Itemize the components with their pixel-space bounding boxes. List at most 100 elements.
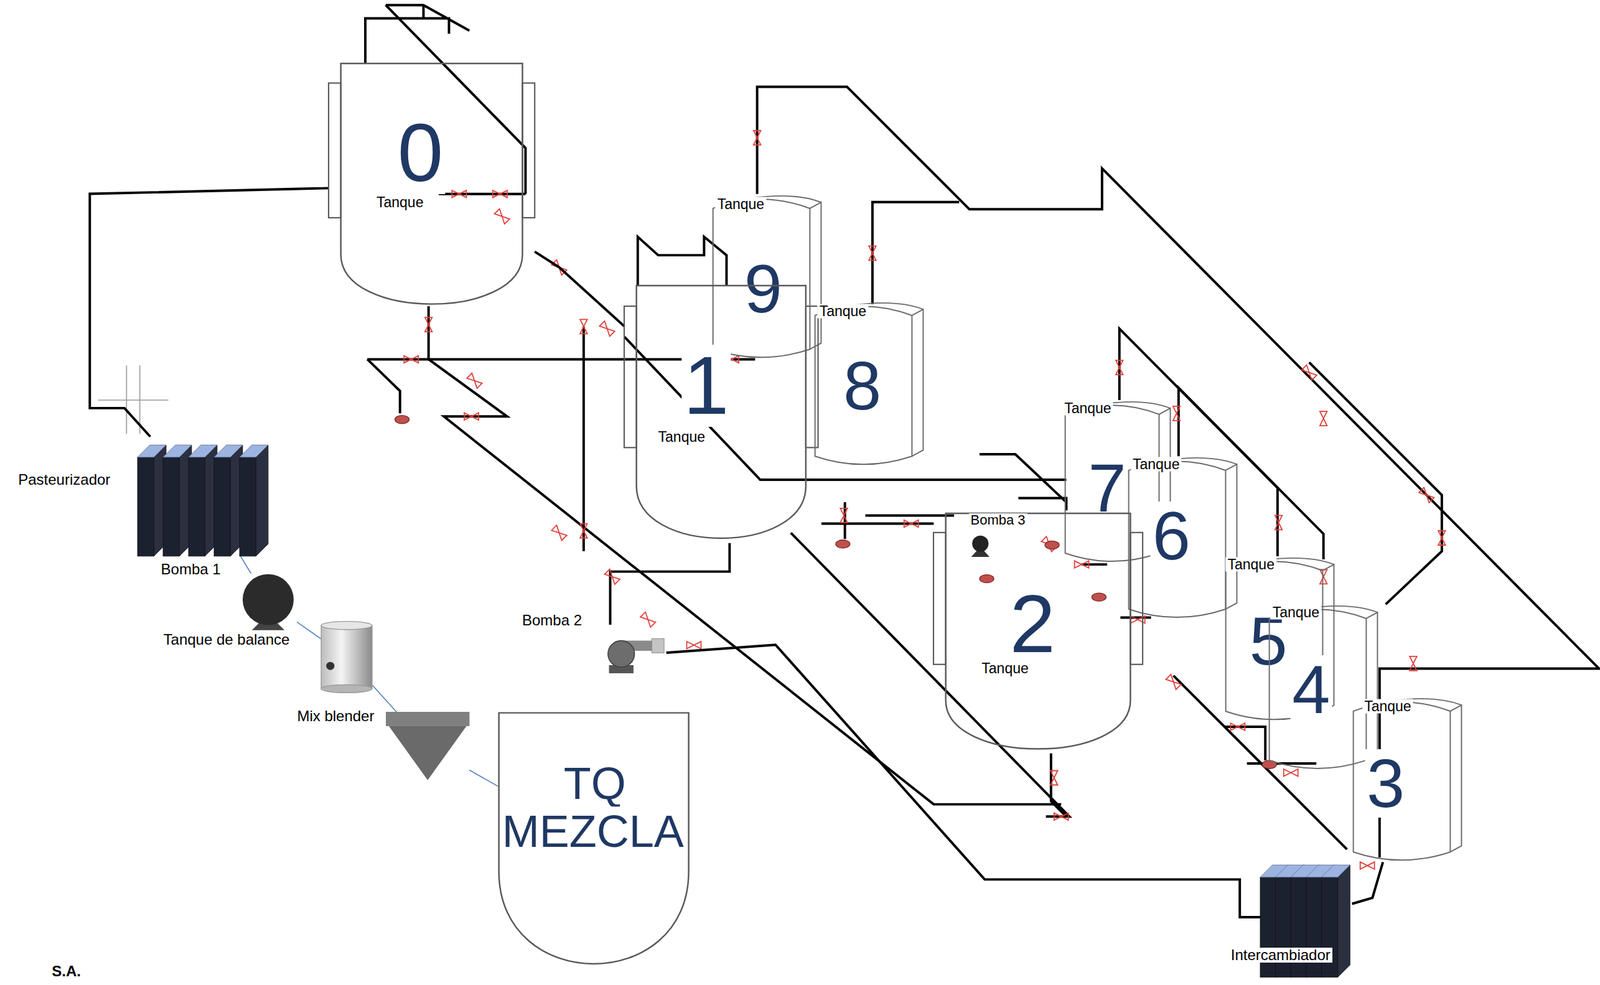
pipe	[624, 336, 1067, 503]
valve-symbol	[1301, 365, 1317, 381]
tank-number: 9	[742, 254, 785, 323]
storage-tank: Tanque 8	[814, 301, 925, 467]
tank-number: 0	[395, 112, 445, 195]
valve-symbol	[1438, 530, 1446, 546]
pipe	[872, 202, 960, 305]
pipe	[1119, 328, 1278, 557]
pump3-shape	[967, 534, 994, 557]
text-holder: 7	[1085, 453, 1128, 523]
tank-number: 2	[1008, 583, 1058, 666]
valve-symbol	[466, 373, 482, 389]
valve-symbol	[1409, 656, 1417, 671]
tank-outline	[815, 306, 913, 465]
text-holder: Tanque	[1225, 556, 1276, 572]
pipe-connector	[240, 556, 251, 574]
valve-symbol	[640, 612, 656, 628]
pasteurizer: Pasteurizador	[9, 433, 274, 559]
tank-number: 8	[841, 351, 884, 421]
tank-outline	[1065, 405, 1160, 562]
equipment-label: Intercambiador	[1229, 947, 1333, 963]
storage-tank: Tanque3	[1352, 697, 1463, 863]
text-holder: 0	[395, 112, 445, 195]
text-holder: Tanque	[979, 660, 1030, 676]
tank-number: 4	[1290, 655, 1332, 724]
pump-body	[242, 574, 294, 626]
equipment-label: Bomba 1	[159, 561, 223, 577]
jacket	[933, 532, 946, 665]
text-holder: Tanque	[715, 196, 767, 211]
tank-number: 7	[1085, 453, 1128, 523]
equipment-label: Tanque	[374, 194, 426, 210]
pipe-connector	[469, 770, 498, 787]
equipment-label: Tanque	[1362, 698, 1413, 714]
pipe	[365, 4, 470, 64]
valve-symbol	[599, 321, 615, 337]
valve-symbol	[580, 523, 587, 539]
heat-exchanger: Intercambiador	[1219, 855, 1357, 980]
vessel-outline	[341, 63, 523, 305]
drum-shape	[321, 620, 373, 694]
pipe-connector	[534, 251, 625, 327]
plate-front	[137, 457, 154, 557]
pump1-shape	[239, 573, 297, 631]
plate-side	[1338, 865, 1351, 978]
plate-top	[188, 444, 218, 458]
plate-top	[137, 444, 167, 458]
valve-symbol	[1054, 813, 1069, 821]
valve-symbol	[403, 355, 419, 363]
tank-outline	[1269, 609, 1367, 769]
text-holder: 8	[841, 351, 884, 421]
valve-symbol	[604, 569, 620, 585]
process-vessel: 0Tanque	[328, 63, 535, 309]
text-holder: Mix blender	[294, 708, 376, 724]
equipment-label: Bomba 2	[520, 612, 584, 628]
plate-front	[214, 457, 231, 557]
pipe-connector	[666, 644, 1261, 918]
equipment-label: Tanque	[715, 196, 767, 211]
equipment-label: Tanque	[817, 304, 869, 319]
jacket	[805, 306, 819, 448]
equipment-label: Pasteurizador	[16, 472, 113, 488]
text-holder: S.A.	[49, 963, 83, 979]
plate-front	[188, 457, 205, 557]
pipe-connector	[372, 685, 397, 712]
balance-tank: Tanque de balance	[153, 618, 378, 697]
process-vessel: 1Tanque	[624, 285, 819, 543]
text-holder: 2	[1008, 583, 1058, 666]
text-holder: 1	[681, 344, 731, 427]
text-holder: Pasteurizador	[16, 472, 113, 488]
text-holder: Intercambiador	[1229, 947, 1333, 963]
pump-flange	[652, 638, 665, 653]
vessel-outline	[945, 513, 1131, 750]
pump: Bomba 3	[961, 510, 1035, 560]
pipe	[367, 359, 400, 414]
pipe	[1178, 387, 1324, 560]
valve-symbol	[1115, 360, 1123, 375]
pump: Bomba 2	[515, 610, 669, 676]
valve-symbol	[551, 525, 567, 541]
pump2-shape	[604, 636, 666, 674]
pump-body	[972, 535, 989, 553]
valve-symbol	[904, 520, 919, 528]
text-holder: Tanque	[1362, 698, 1413, 714]
drain-point	[835, 540, 851, 549]
equipment-label: Tanque	[1270, 604, 1322, 620]
jacket	[522, 82, 535, 218]
drum-bottom	[321, 684, 373, 693]
mix-blender: Mix blender	[288, 703, 473, 784]
jacket	[1130, 532, 1144, 665]
drum-port	[326, 662, 335, 671]
valve-symbol	[1074, 560, 1090, 568]
text-holder: 9	[742, 254, 785, 323]
valve-symbol	[1230, 723, 1245, 730]
tank-outline	[713, 199, 811, 358]
text-holder: Bomba 2	[520, 612, 584, 628]
plate-top	[163, 444, 192, 458]
tank-outline	[499, 713, 689, 964]
pipe	[385, 4, 526, 194]
drum-top	[321, 621, 373, 630]
text-holder: TQ MEZCLA	[500, 759, 688, 857]
pipe-connector	[1352, 862, 1384, 905]
tank-number: 6	[1150, 501, 1193, 571]
